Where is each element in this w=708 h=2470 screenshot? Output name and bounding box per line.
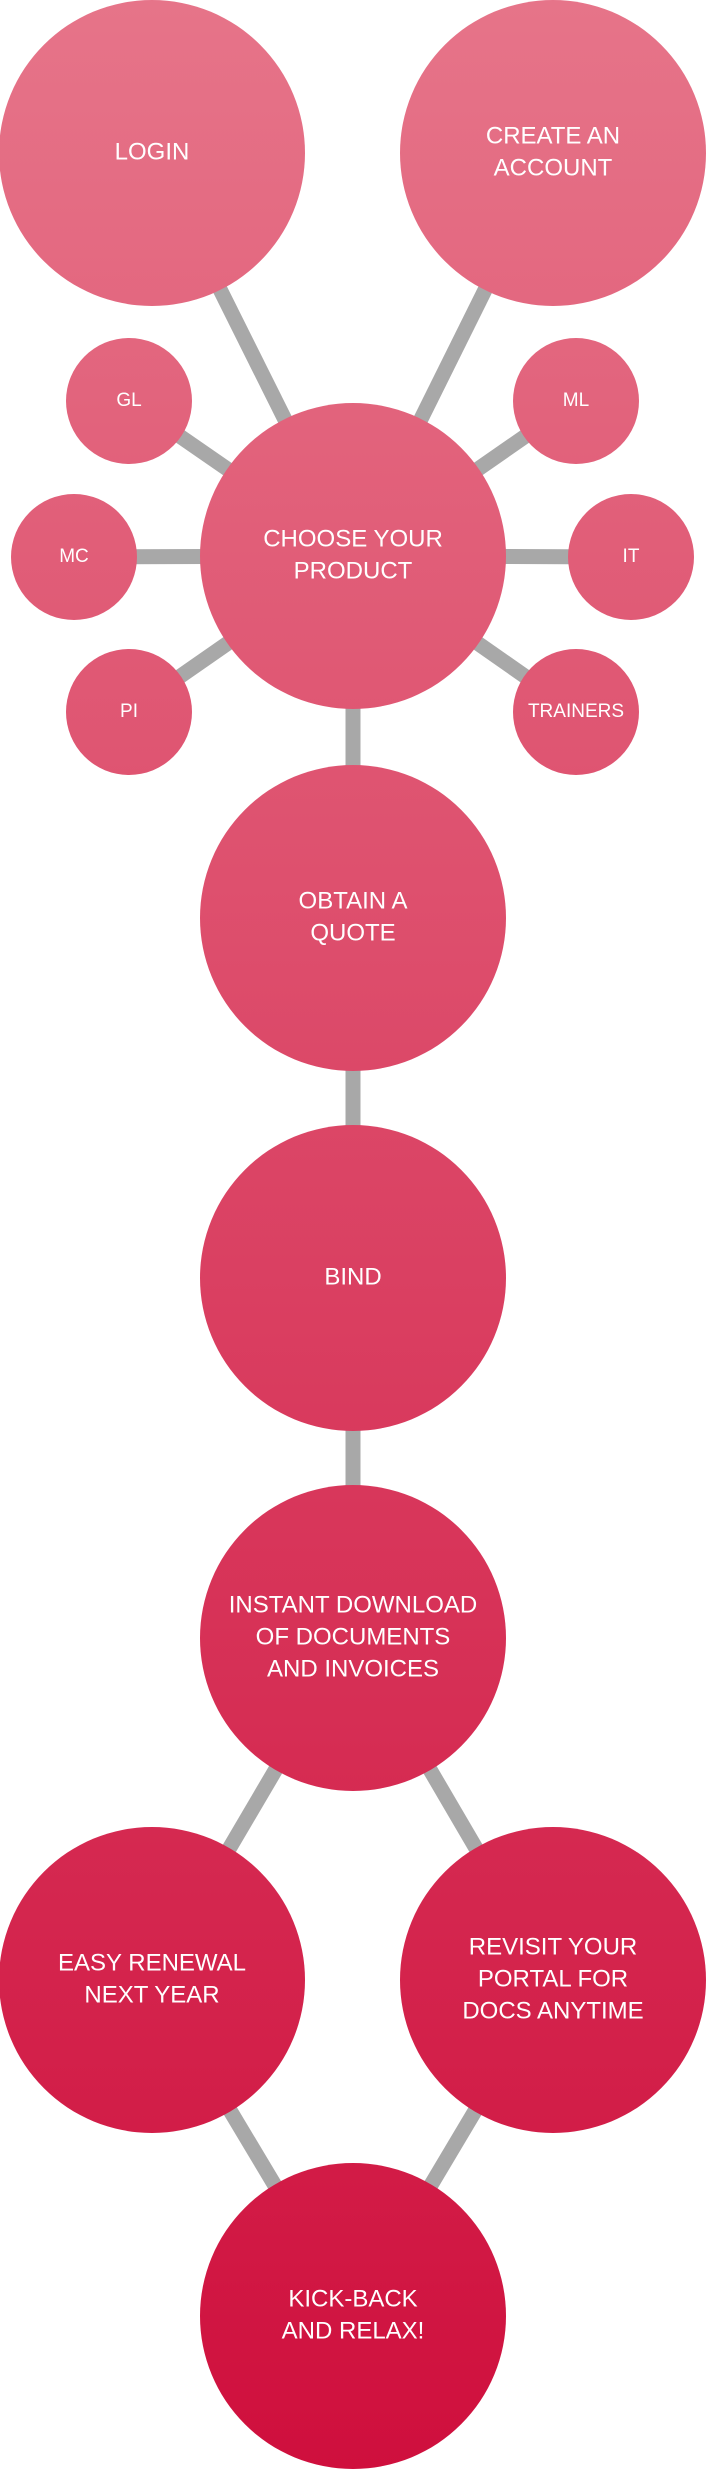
node-trainers-label-line-1: TRAINERS: [528, 701, 624, 722]
node-it-label-line-1: IT: [623, 546, 640, 567]
node-choose-product-label-line-1: CHOOSE YOUR: [263, 525, 443, 552]
node-login: LOGIN: [0, 0, 305, 306]
node-kick-back-circle: [200, 2163, 506, 2469]
node-pi-label-line-1: PI: [120, 701, 138, 722]
node-choose-product-label-line-2: PRODUCT: [294, 557, 413, 584]
node-easy-renewal-label-line-1: EASY RENEWAL: [58, 1949, 246, 1976]
node-kick-back: KICK-BACK AND RELAX!: [200, 2163, 506, 2469]
node-login-label-line-1: LOGIN: [115, 138, 190, 165]
node-gl-circle: [66, 338, 192, 464]
node-trainers-circle: [513, 649, 639, 775]
node-create-account: CREATE AN ACCOUNT: [400, 0, 706, 306]
node-revisit-portal-circle: [400, 1827, 706, 2133]
node-obtain-quote: OBTAIN A QUOTE: [200, 765, 506, 1071]
node-create-account-label-line-2: ACCOUNT: [494, 154, 613, 181]
node-bind: BIND: [200, 1125, 506, 1431]
node-revisit-portal: REVISIT YOUR PORTAL FOR DOCS ANYTIME: [400, 1827, 706, 2133]
node-choose-product-circle: [200, 403, 506, 709]
node-obtain-quote-label-line-2: QUOTE: [310, 919, 395, 946]
node-instant-download-label-line-1: INSTANT DOWNLOAD: [229, 1591, 477, 1618]
node-kick-back-label-line-1: KICK-BACK: [288, 2285, 417, 2312]
node-gl: GL: [66, 338, 192, 464]
node-easy-renewal: EASY RENEWAL NEXT YEAR: [0, 1827, 305, 2133]
node-mc: MC: [11, 494, 137, 620]
node-pi-circle: [66, 649, 192, 775]
node-instant-download-label-line-2: OF DOCUMENTS: [256, 1623, 451, 1650]
node-ml: ML: [513, 338, 639, 464]
node-create-account-circle: [400, 0, 706, 306]
node-revisit-portal-label-line-2: PORTAL FOR: [478, 1965, 628, 1992]
node-instant-download: INSTANT DOWNLOAD OF DOCUMENTS AND INVOICES: [200, 1485, 506, 1791]
node-choose-product: CHOOSE YOUR PRODUCT: [200, 403, 506, 709]
node-pi: PI: [66, 649, 192, 775]
node-it-circle: [568, 494, 694, 620]
node-gl-label-line-1: GL: [116, 390, 141, 411]
node-kick-back-label-line-2: AND RELAX!: [282, 2317, 425, 2344]
node-revisit-portal-label-line-1: REVISIT YOUR: [469, 1933, 638, 1960]
node-bind-label-line-1: BIND: [324, 1263, 381, 1290]
node-instant-download-label-line-3: AND INVOICES: [267, 1655, 439, 1682]
node-obtain-quote-circle: [200, 765, 506, 1071]
node-ml-circle: [513, 338, 639, 464]
node-instant-download-circle: [200, 1485, 506, 1791]
node-mc-circle: [11, 494, 137, 620]
node-obtain-quote-label-line-1: OBTAIN A: [299, 887, 408, 914]
node-login-circle: [0, 0, 305, 306]
node-create-account-label-line-1: CREATE AN: [486, 122, 620, 149]
node-it: IT: [568, 494, 694, 620]
node-trainers: TRAINERS: [513, 649, 639, 775]
node-revisit-portal-label-line-3: DOCS ANYTIME: [462, 1997, 643, 2024]
node-easy-renewal-label-line-2: NEXT YEAR: [84, 1981, 219, 2008]
node-mc-label-line-1: MC: [59, 546, 89, 567]
node-ml-label-line-1: ML: [563, 390, 589, 411]
node-bind-circle: [200, 1125, 506, 1431]
node-easy-renewal-circle: [0, 1827, 305, 2133]
